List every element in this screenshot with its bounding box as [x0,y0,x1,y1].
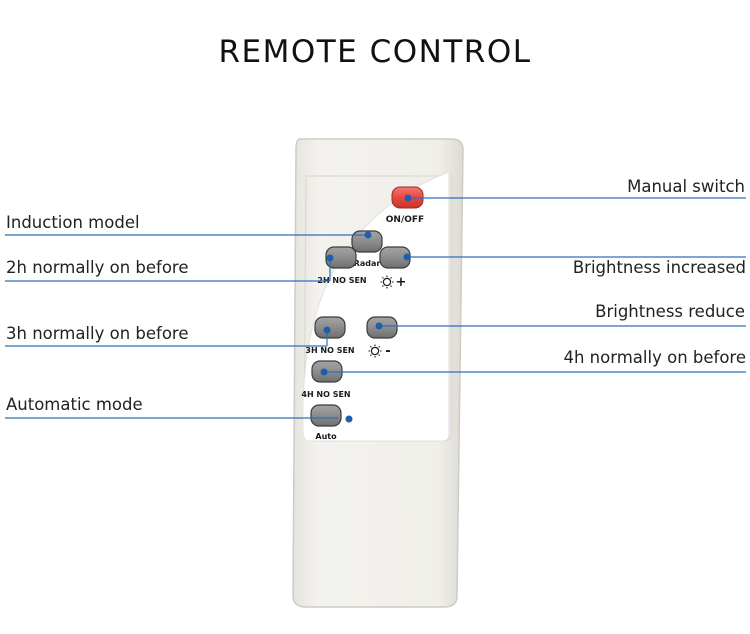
callout-automatic-mode: Automatic mode [6,395,143,414]
callout-three-hour: 3h normally on before [6,324,189,343]
callout-manual-switch: Manual switch [627,177,745,196]
two-hour-label: 2H NO SEN [317,276,366,285]
leader-two-hour [5,254,334,282]
brightness-up-sign: + [396,275,407,290]
diagram-title: REMOTE CONTROL [218,34,531,70]
leader-manual-switch [404,194,746,202]
callout-induction-model: Induction model [6,213,140,232]
four-hour-label: 4H NO SEN [301,390,350,399]
leader-three-hour [5,326,331,347]
on-off-label: ON/OFF [386,215,424,225]
auto-button[interactable]: Auto [310,404,342,441]
callout-four-hour: 4h normally on before [563,348,746,367]
callout-two-hour: 2h normally on before [6,258,189,277]
three-hour-button[interactable]: 3H NO SEN [305,316,355,355]
radar-label: Radar [354,259,381,268]
leader-four-hour [320,368,746,376]
radar-button[interactable]: Radar [351,230,383,268]
leader-induction-model [5,231,372,239]
auto-label: Auto [315,432,337,441]
two-hour-button[interactable]: 2H NO SEN [317,246,367,285]
brightness-down-icon [368,344,382,358]
brightness-down-sign: - [385,344,390,359]
leader-brightness-reduce [375,322,746,330]
three-hour-label: 3H NO SEN [305,346,354,355]
callout-brightness-increased: Brightness increased [573,258,746,277]
leader-brightness-increased [403,253,746,261]
brightness-up-icon [380,275,394,289]
callout-brightness-reduce: Brightness reduce [595,302,745,321]
leader-automatic-mode [5,415,353,423]
